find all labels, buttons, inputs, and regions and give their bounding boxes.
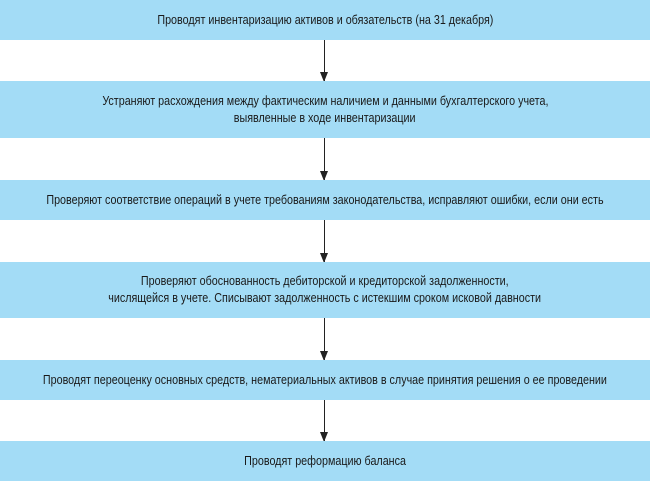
step-1-text: Проводят инвентаризацию активов и обязат… xyxy=(156,12,494,27)
step-4-box: Проверяют обоснованность дебиторской и к… xyxy=(0,262,650,318)
step-2-text-line-2: выявленные в ходе инвентаризации xyxy=(234,110,416,125)
step-3-box: Проверяют соответствие операций в учете … xyxy=(0,180,650,220)
step-6-text: Проводят реформацию баланса xyxy=(244,453,406,468)
step-2-text-line-1: Устраняют расхождения между фактическим … xyxy=(101,93,549,108)
arrow-3-4 xyxy=(320,220,328,263)
step-5-box: Проводят переоценку основных средств, не… xyxy=(0,360,650,400)
step-4-text-line-1: Проверяют обоснованность дебиторской и к… xyxy=(141,274,509,288)
step-1-box: Проводят инвентаризацию активов и обязат… xyxy=(0,0,650,40)
step-4-text-line-2: числящейся в учете. Списывают задолженно… xyxy=(108,291,542,305)
step-6-box: Проводят реформацию баланса xyxy=(0,441,650,481)
step-3-text: Проверяют соответствие операций в учете … xyxy=(46,192,604,207)
arrow-1-2 xyxy=(320,40,328,82)
step-5-text: Проводят переоценку основных средств, не… xyxy=(42,372,608,387)
arrow-4-5 xyxy=(320,318,328,361)
arrow-5-6 xyxy=(320,400,328,442)
step-2-box: Устраняют расхождения между фактическим … xyxy=(0,81,650,138)
arrow-2-3 xyxy=(320,138,328,181)
